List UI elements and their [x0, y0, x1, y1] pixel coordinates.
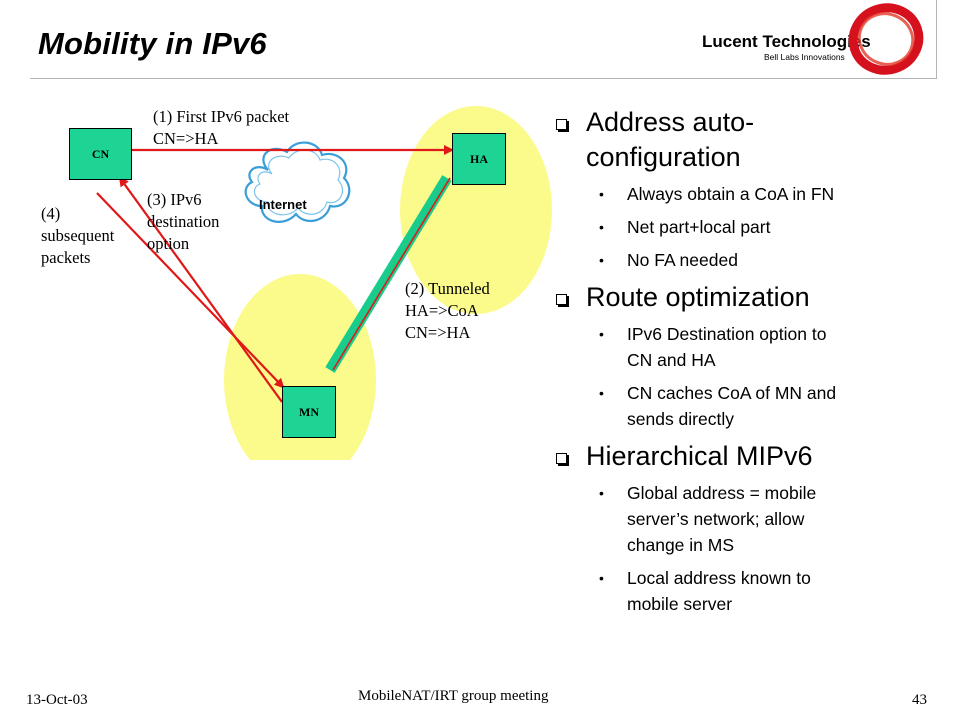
footer-date: 13-Oct-03	[26, 692, 88, 708]
square-bullet-icon	[556, 294, 567, 305]
dot-bullet-icon: •	[599, 252, 604, 268]
mn-node: MN	[282, 386, 336, 438]
sub-bullet: • Local address known to mobile server	[552, 565, 942, 617]
arrow-subsequent-packets	[96, 192, 285, 389]
internet-cloud-icon	[244, 141, 351, 223]
tunnel-pipe	[325, 175, 452, 373]
arrow-binding-update	[118, 176, 283, 403]
dot-bullet-icon: •	[599, 570, 604, 586]
innovation-ring-icon	[848, 3, 924, 75]
bullet-hierarchical-mipv6: Hierarchical MIPv6	[552, 439, 942, 474]
slide-title: Mobility in IPv6	[38, 26, 267, 61]
footer-center: MobileNAT/IRT group meeting	[358, 688, 549, 704]
square-bullet-icon	[556, 119, 567, 130]
ha-node: HA	[452, 133, 506, 185]
logo-company: Lucent Technologies	[702, 32, 871, 51]
tunnel-arrow	[332, 177, 451, 371]
ha-label: HA	[470, 151, 488, 166]
sub-bullet: • Net part+local part	[552, 214, 942, 240]
header-frame	[30, 0, 937, 79]
sub-bullet: • IPv6 Destination option to CN and HA	[552, 321, 942, 373]
dot-bullet-icon: •	[599, 219, 604, 235]
dot-bullet-icon: •	[599, 326, 604, 342]
cn-node: CN	[69, 128, 132, 180]
sub-bullet: • CN caches CoA of MN and sends directly	[552, 380, 942, 432]
cn-label: CN	[91, 146, 110, 161]
step1-label: (1) First IPv6 packet CN=>HA	[153, 107, 290, 148]
square-bullet-icon	[556, 453, 567, 464]
sub-bullet: • Global address = mobile server’s netwo…	[552, 480, 942, 558]
sub-bullet: • Always obtain a CoA in FN	[552, 181, 942, 207]
mn-label: MN	[299, 404, 319, 419]
bullet-list: Address auto- configuration • Always obt…	[552, 105, 942, 624]
footer-page-number: 43	[912, 692, 927, 708]
step2-label: (2) Tunneled HA=>CoA CN=>HA	[405, 279, 490, 342]
step3-label: (3) IPv6 destination option	[147, 190, 220, 253]
dot-bullet-icon: •	[599, 186, 604, 202]
bullet-route-optimization: Route optimization	[552, 280, 942, 315]
bullet-address-autoconfig: Address auto- configuration	[552, 105, 942, 175]
lucent-logo: Lucent Technologies Bell Labs Innovation…	[702, 3, 924, 75]
internet-label: Internet	[259, 197, 307, 212]
logo-tagline: Bell Labs Innovations	[764, 52, 845, 62]
mobility-diagram	[96, 106, 552, 460]
dot-bullet-icon: •	[599, 385, 604, 401]
step4-label: (4) subsequent packets	[41, 204, 115, 267]
sub-bullet: • No FA needed	[552, 247, 942, 273]
dot-bullet-icon: •	[599, 485, 604, 501]
ha-cell	[400, 106, 552, 314]
mn-cell	[224, 274, 376, 460]
